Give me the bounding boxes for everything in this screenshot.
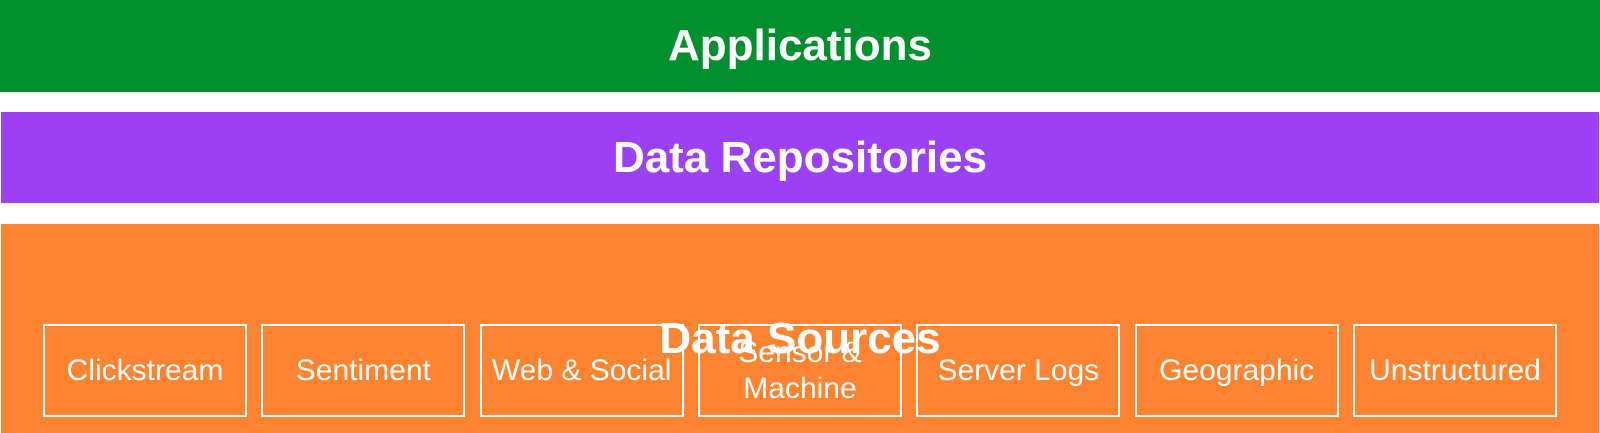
data-sources-title: Data Sources: [659, 314, 941, 363]
data-sources-layer: Data Sources Clickstream Sentiment Web &…: [1, 224, 1599, 433]
data-repositories-title: Data Repositories: [612, 132, 988, 182]
applications-title: Applications: [667, 21, 933, 70]
source-box-clickstream: Clickstream: [43, 324, 247, 417]
applications-layer: Applications: [0, 0, 1600, 92]
source-label: Clickstream: [66, 353, 224, 387]
source-box-server-logs: Server Logs: [916, 324, 1121, 417]
source-label: Unstructured: [1369, 353, 1541, 387]
source-box-sentiment: Sentiment: [261, 324, 466, 417]
source-label: Sensor & Machine: [738, 335, 862, 405]
source-box-unstructured: Unstructured: [1352, 324, 1557, 417]
source-label: Web & Social: [491, 353, 672, 387]
source-label: Server Logs: [937, 353, 1100, 387]
source-box-web-social: Web & Social: [479, 324, 684, 417]
source-box-geographic: Geographic: [1134, 324, 1339, 417]
data-sources-row: Clickstream Sentiment Web & Social Senso…: [43, 324, 1557, 417]
source-box-sensor-machine: Sensor & Machine: [697, 324, 902, 417]
data-repositories-layer: Data Repositories: [1, 112, 1599, 203]
source-label: Sentiment: [295, 353, 431, 387]
source-label: Geographic: [1159, 353, 1315, 387]
